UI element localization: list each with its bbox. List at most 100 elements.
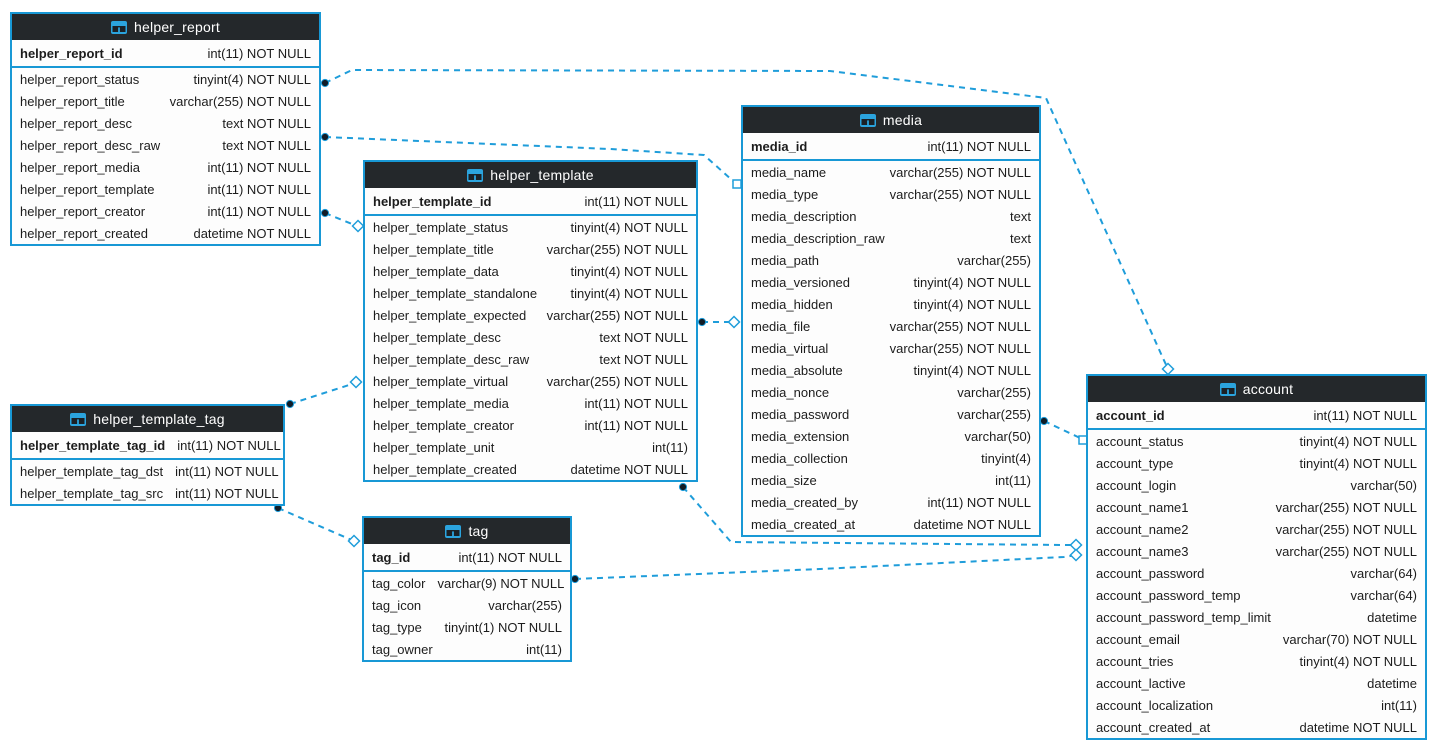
column-type: varchar(255) [488, 597, 562, 613]
column-type: varchar(255) NOT NULL [1275, 499, 1417, 515]
table-header[interactable]: account [1088, 376, 1425, 402]
column-name: media_versioned [751, 274, 851, 290]
column-type: tinyint(4) NOT NULL [913, 296, 1031, 312]
relationship-line-helper_report-account[interactable] [324, 69, 1169, 370]
column-type: text [1010, 230, 1031, 246]
table-header[interactable]: tag [364, 518, 570, 544]
table-icon [70, 412, 87, 426]
column-type: datetime [1367, 675, 1417, 691]
table-header[interactable]: helper_report [12, 14, 319, 40]
column-name: media_extension [751, 428, 850, 444]
column-name: media_path [751, 252, 819, 268]
relationship-line-helper_template_tag-helper_template[interactable] [289, 381, 357, 405]
table-header[interactable]: media [743, 107, 1039, 133]
column-type: datetime NOT NULL [570, 461, 688, 477]
table-icon [859, 113, 876, 127]
table-header[interactable]: helper_template [365, 162, 696, 188]
relationship-endpoint-diamond [1161, 362, 1175, 376]
column-name: media_collection [751, 450, 848, 466]
relationship-line-media-account[interactable] [1043, 420, 1084, 441]
column-type: int(11) NOT NULL [207, 159, 311, 175]
table-icon [1219, 382, 1236, 396]
column-type: tinyint(4) NOT NULL [570, 285, 688, 301]
column-type: int(11) [995, 472, 1031, 488]
table-header[interactable]: helper_template_tag [12, 406, 283, 432]
relationship-line-tag-account[interactable] [574, 554, 1077, 580]
relationship-endpoint-square [732, 179, 742, 189]
relationship-line-helper_report-helper_template[interactable] [324, 212, 359, 227]
relationship-line-helper_template_tag-tag[interactable] [277, 507, 355, 542]
